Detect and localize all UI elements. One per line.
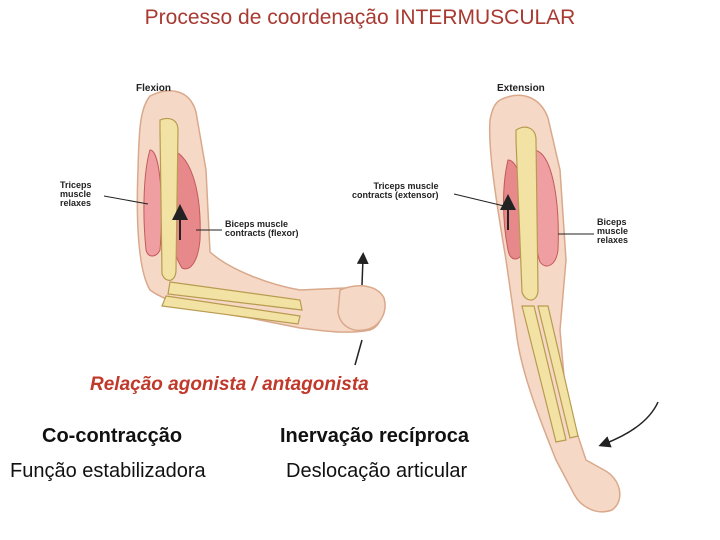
extension-triceps-label: Triceps muscle contracts (extensor) [352, 182, 439, 200]
extension-arm [454, 95, 658, 511]
extension-heading: Extension [497, 84, 545, 94]
flexion-triceps-label: Triceps muscle relaxes [60, 181, 92, 208]
right-description: Deslocação articular [286, 460, 467, 483]
flexion-fist [338, 286, 385, 331]
left-description: Função estabilizadora [10, 460, 206, 483]
right-term: Inervação recíproca [280, 425, 469, 448]
flexion-heading: Flexion [136, 84, 171, 94]
relation-heading: Relação agonista / antagonista [90, 374, 369, 396]
flexion-biceps-label: Biceps muscle contracts (flexor) [225, 220, 299, 238]
left-term: Co-contracção [42, 425, 182, 448]
flexion-humerus [160, 118, 178, 280]
extension-arm-skin [490, 95, 620, 511]
extension-biceps-label: Biceps muscle relaxes [597, 218, 628, 245]
